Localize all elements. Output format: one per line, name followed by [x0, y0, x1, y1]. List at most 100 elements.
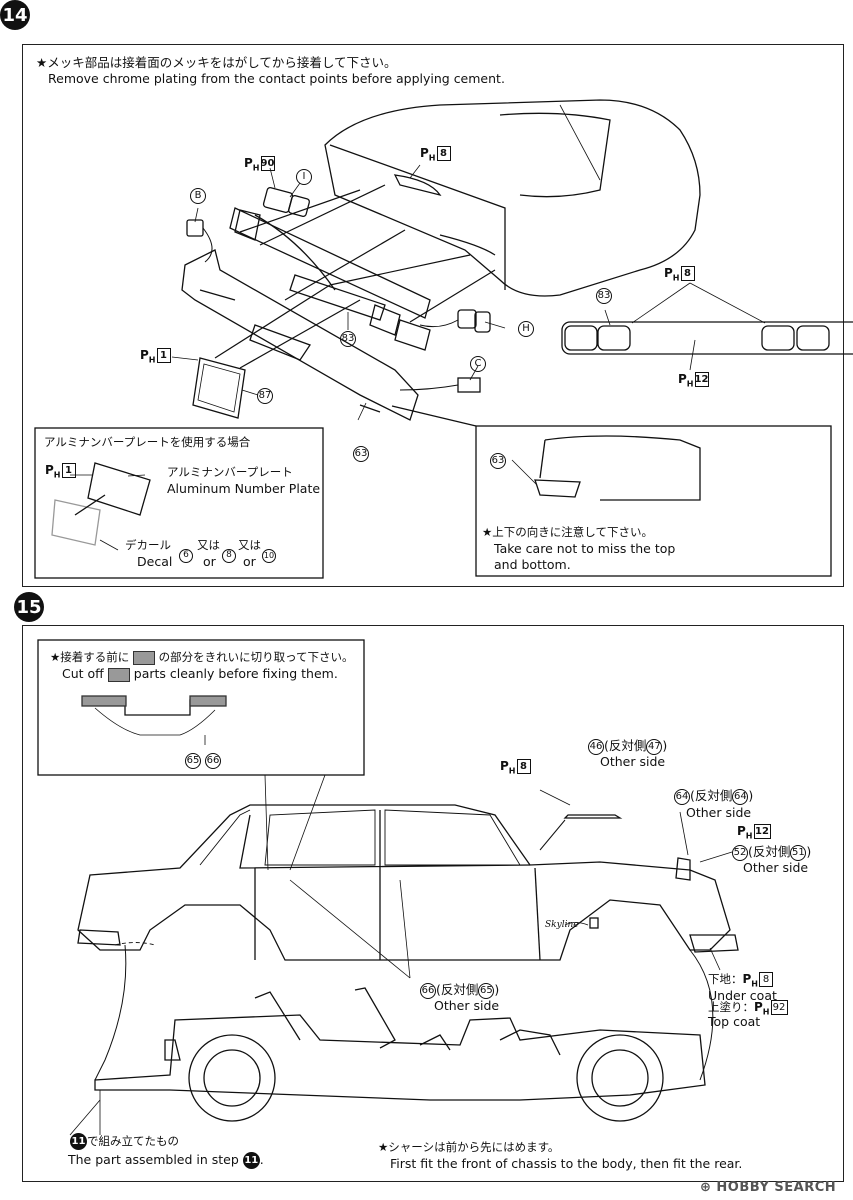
part-66b-circle: 66: [420, 982, 436, 999]
part-83-center-label: 83: [340, 330, 356, 347]
part-65-circle: 65: [185, 752, 201, 769]
aluminum-box-title: アルミナンバープレートを使用する場合: [44, 435, 251, 449]
decal-6: 6: [179, 547, 193, 563]
other-side-64: Other side: [686, 805, 752, 820]
ph-12-step15-box: 12: [753, 824, 771, 839]
watermark: ⊕ HOBBY SEARCH: [700, 1180, 836, 1195]
other-side-52: Other side: [743, 860, 809, 875]
other-side-46: Other side: [600, 754, 666, 769]
or-jp-1: 又は: [197, 538, 220, 552]
parts-65-66: 65 66: [185, 752, 221, 769]
part-83-right-label: 83: [596, 287, 612, 304]
part-64-circle: 64: [674, 788, 690, 805]
other-side-66: Other side: [434, 998, 500, 1013]
assembled-step-circle: 11: [70, 1133, 87, 1150]
decal-en: Decal: [137, 554, 173, 569]
ph-8-right-box: 8: [680, 266, 695, 281]
step-15-number-text: 15: [16, 596, 42, 618]
opp-jp-52: (反対側: [748, 844, 791, 859]
part-83-right-circle: 83: [596, 287, 612, 304]
part-83-circle: 83: [340, 330, 356, 347]
part-52-circle: 52: [732, 844, 748, 861]
topcoat-jp-text: 上塗り：: [708, 1000, 754, 1014]
assembled-en-period: .: [259, 1152, 264, 1167]
undercoat-en: Under coat: [708, 988, 777, 1003]
assembled-en: The part assembled in step 11.: [68, 1152, 264, 1169]
ph-8-top-box: 8: [436, 146, 451, 161]
gray-swatch-en: [107, 667, 130, 682]
decal-10: 10: [262, 547, 276, 563]
assembled-en-text: The part assembled in step: [68, 1152, 239, 1167]
part-87-circle: 87: [257, 387, 273, 404]
opp-jp-46: (反対側: [604, 738, 647, 753]
aluminum-ph-box: 1: [61, 463, 76, 478]
step-15-number: 15: [14, 592, 44, 622]
cut-note-en-b: parts cleanly before fixing them.: [133, 666, 338, 681]
part-46-circle: 46: [588, 738, 604, 755]
detail-note-jp: ★上下の向きに注意して下さい。: [482, 525, 653, 539]
decal-jp: デカール: [125, 538, 171, 552]
undercoat-jp-text: 下地：: [708, 972, 743, 986]
part-c-label: C: [470, 355, 486, 372]
assembled-jp-text: で組み立てたもの: [87, 1134, 179, 1148]
decal-8: 8: [222, 547, 236, 563]
or-en-2: or: [243, 554, 256, 569]
chassis-note-en: First fit the front of chassis to the bo…: [390, 1156, 743, 1171]
step-15-frame: [22, 625, 844, 1182]
plate-en: Aluminum Number Plate: [167, 481, 321, 496]
top-ph-box: 92: [770, 1000, 788, 1015]
cut-note-en: Cut off parts cleanly before fixing them…: [62, 666, 338, 682]
part-63-label: 63: [353, 445, 369, 462]
part-63-circle: 63: [353, 445, 369, 462]
assembled-en-step-circle: 11: [242, 1152, 260, 1169]
watermark-logo-icon: ⊕: [700, 1180, 717, 1195]
part-h-circle: H: [518, 320, 534, 337]
plate-jp: アルミナンバープレート: [167, 465, 293, 479]
or-jp-2: 又は: [238, 538, 261, 552]
gray-swatch-jp: [132, 650, 155, 665]
part-h-label: H: [518, 320, 534, 337]
ph-90-label: PH90: [244, 156, 275, 173]
step-14-note-jp: ★メッキ部品は接着面のメッキをはがしてから接着して下さい。: [36, 55, 397, 70]
decal-8-circle: 8: [222, 548, 236, 563]
detail-note-en-2: and bottom.: [494, 557, 571, 572]
detail-note-en-1: Take care not to miss the top: [494, 541, 676, 556]
part-c-circle: C: [470, 355, 486, 372]
part-b-label: B: [190, 187, 206, 204]
part-51-circle: 51: [790, 844, 807, 861]
cut-note-jp: ★接着する前に の部分をきれいに切り取って下さい。: [50, 650, 354, 665]
part-i-label: I: [296, 168, 312, 185]
watermark-text: HOBBY SEARCH: [716, 1180, 837, 1195]
cut-note-jp-b: の部分をきれいに切り取って下さい。: [158, 650, 354, 664]
emblem: Skyline: [545, 920, 579, 930]
chassis-note-jp: ★シャーシは前から先にはめます。: [378, 1140, 560, 1154]
step-14-number-text: 14: [2, 4, 28, 26]
step-14-number: 14: [0, 0, 30, 30]
ph-1-box: 1: [156, 348, 171, 363]
opp-jp-66: (反対側: [436, 982, 479, 997]
ph-90-box: 90: [260, 156, 275, 171]
opp-jp-64: (反対側: [690, 788, 733, 803]
step-14-note-en: Remove chrome plating from the contact p…: [48, 71, 505, 86]
or-en-1: or: [203, 554, 216, 569]
detail-63-label: 63: [490, 452, 506, 469]
part-64b-circle: 64: [732, 788, 749, 805]
detail-63-circle: 63: [490, 452, 506, 469]
step-14-frame: [22, 44, 844, 587]
ph-8-step15-box: 8: [516, 759, 531, 774]
part-87-label: 87: [257, 387, 273, 404]
cut-note-jp-a: ★接着する前に: [50, 650, 130, 664]
part-47-circle: 47: [646, 738, 663, 755]
ph-12-box: 12: [694, 372, 709, 387]
